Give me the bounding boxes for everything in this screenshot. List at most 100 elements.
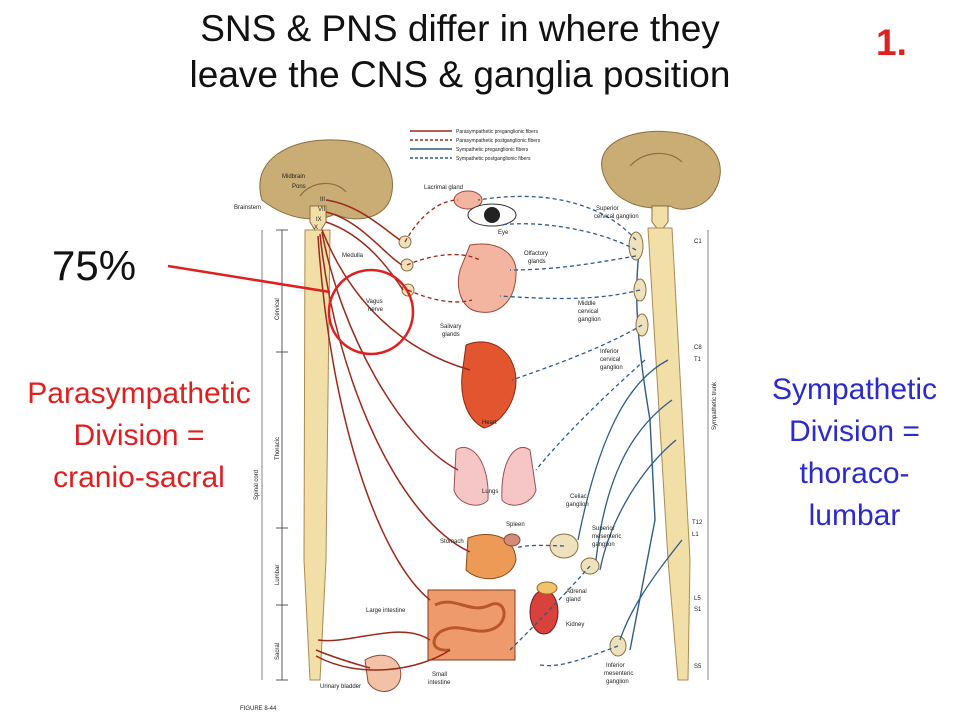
- percent-pointer-line: [167, 264, 331, 294]
- vagus-label-1: Vagus: [366, 299, 383, 305]
- parasympathetic-division-label: Parasympathetic Division = cranio-sacral: [8, 373, 270, 499]
- symp-line-2: Division =: [789, 415, 920, 448]
- right-cns: [601, 130, 721, 681]
- sup-mes-label-3: ganglion: [592, 542, 615, 548]
- spleen: [503, 533, 521, 547]
- left-cns: [259, 139, 394, 681]
- inferior-cervical-label-3: ganglion: [600, 365, 623, 371]
- sympathetic-division-label: Sympathetic Division = thoraco- lumbar: [752, 369, 957, 537]
- middle-cervical-label-3: ganglion: [578, 317, 601, 323]
- small-intestine-label-1: Small: [432, 672, 447, 678]
- spleen-label: Spleen: [506, 522, 525, 528]
- heart: [461, 341, 517, 429]
- organs: [364, 190, 559, 692]
- adrenal-label-2: gland: [566, 597, 581, 603]
- brainstem-label: Brainstem: [234, 205, 261, 211]
- adrenal-gland: [536, 581, 558, 595]
- cn3-label: III: [320, 197, 325, 203]
- vagus-to-heart: [321, 229, 471, 371]
- inf-mes-label-2: mesenteric: [604, 671, 633, 677]
- symp-line-4: lumbar: [808, 499, 901, 532]
- small-intestine-coils: [432, 600, 506, 652]
- legend-symp-post: Sympathetic postganglionic fibers: [456, 156, 531, 162]
- eye-label: Eye: [498, 230, 509, 236]
- inferior-cervical-label-2: cervical: [600, 357, 620, 363]
- right-spinal-cord: [647, 227, 691, 681]
- c1-label: C1: [694, 239, 702, 245]
- kidney: [529, 589, 559, 635]
- para-line-3: cranio-sacral: [53, 461, 225, 494]
- right-lung: [501, 447, 537, 506]
- t12-label: T12: [692, 520, 703, 526]
- l5-label: L5: [694, 596, 701, 602]
- vagus-highlight-circle: [327, 268, 415, 356]
- title-line-1: SNS & PNS differ in where they: [200, 8, 720, 49]
- title-line-2: leave the CNS & ganglia position: [189, 54, 731, 95]
- l1-label: L1: [692, 532, 699, 538]
- heart-label: Heart: [482, 420, 497, 426]
- olfactory-label-1: Olfactory: [524, 251, 548, 257]
- face-glands: [457, 243, 517, 313]
- cn10-label: X: [314, 225, 318, 231]
- superior-cervical-ganglion: [628, 231, 644, 261]
- symp-line-1: Sympathetic: [771, 373, 938, 406]
- s5-label: S5: [694, 664, 702, 670]
- adrenal-label-1: Adrenal: [566, 589, 587, 595]
- vagus-to-lungs: [321, 231, 459, 471]
- sacral-label: Sacral: [275, 643, 281, 660]
- salivary-label-2: glands: [442, 332, 460, 338]
- left-brain-fold: [299, 182, 347, 197]
- inferior-cervical-label-1: Inferior: [600, 349, 619, 355]
- urinary-bladder-label: Urinary bladder: [320, 684, 361, 690]
- para-line-1: Parasympathetic: [27, 377, 251, 410]
- slide-title: SNS & PNS differ in where they leave the…: [140, 6, 780, 98]
- stomach: [465, 534, 517, 580]
- sympathetic-trunk-label: Sympathetic trunk: [712, 381, 718, 430]
- parasympathetic-post-fibers: [404, 199, 481, 303]
- sympathetic-post-fibers: [477, 195, 646, 667]
- percent-annotation: 75%: [52, 242, 137, 289]
- lumbar-label: Lumbar: [275, 565, 281, 585]
- small-intestine-label-2: intestine: [428, 680, 451, 686]
- middle-cervical-label-2: cervical: [578, 309, 598, 315]
- lungs-label: Lungs: [482, 489, 498, 495]
- cervical-label: Cervical: [275, 298, 281, 320]
- slide-number: 1.: [876, 22, 907, 63]
- medulla-label: Medulla: [342, 253, 364, 259]
- stomach-label: Stomach: [440, 539, 464, 545]
- sup-mes-label-1: Superior: [592, 526, 615, 532]
- kidney-label: Kidney: [566, 622, 584, 628]
- anatomy-labels: Midbrain Pons Brainstem III VII IX X Med…: [234, 174, 718, 712]
- para-line-2: Division =: [73, 419, 205, 452]
- legend-symp-pre: Sympathetic preganglionic fibers: [456, 147, 529, 153]
- figure-caption: FIGURE 8-44: [240, 706, 277, 712]
- midbrain-label: Midbrain: [282, 174, 305, 180]
- thoracic-label: Thoracic: [275, 437, 281, 460]
- left-spinal-cord: [303, 229, 331, 681]
- lacrimal-label: Lacrimal gland: [424, 185, 463, 191]
- celiac-label-2: ganglion: [566, 502, 589, 508]
- parasympathetic-fibers: [315, 199, 471, 671]
- symp-line-3: thoraco-: [799, 457, 910, 490]
- vagus-label-2: nerve: [368, 307, 384, 313]
- sympathetic-chain: [629, 244, 656, 651]
- cn9-label: IX: [316, 217, 322, 223]
- left-lung: [453, 447, 489, 506]
- c8-label: C8: [694, 345, 702, 351]
- superior-cervical-label-2: cervical ganglion: [594, 214, 639, 220]
- sup-mes-label-2: mesenteric: [592, 534, 621, 540]
- t1-label: T1: [694, 357, 702, 363]
- legend-para-post: Parasympathetic postganglionic fibers: [456, 138, 541, 144]
- fiber-legend: Parasympathetic preganglionic fibers Par…: [410, 129, 541, 162]
- cn7-label: VII: [318, 207, 326, 213]
- middle-cervical-label-1: Middle: [578, 301, 596, 307]
- urinary-bladder: [364, 654, 402, 692]
- sympathetic-pre-fibers: [577, 359, 683, 641]
- inf-mes-label-1: Inferior: [606, 663, 625, 669]
- celiac-label-1: Celiac: [570, 494, 587, 500]
- olfactory-label-2: glands: [528, 259, 546, 265]
- left-brainstem: [309, 205, 327, 236]
- spinal-cord-label: Spinal cord: [254, 470, 260, 500]
- s1-label: S1: [694, 607, 702, 613]
